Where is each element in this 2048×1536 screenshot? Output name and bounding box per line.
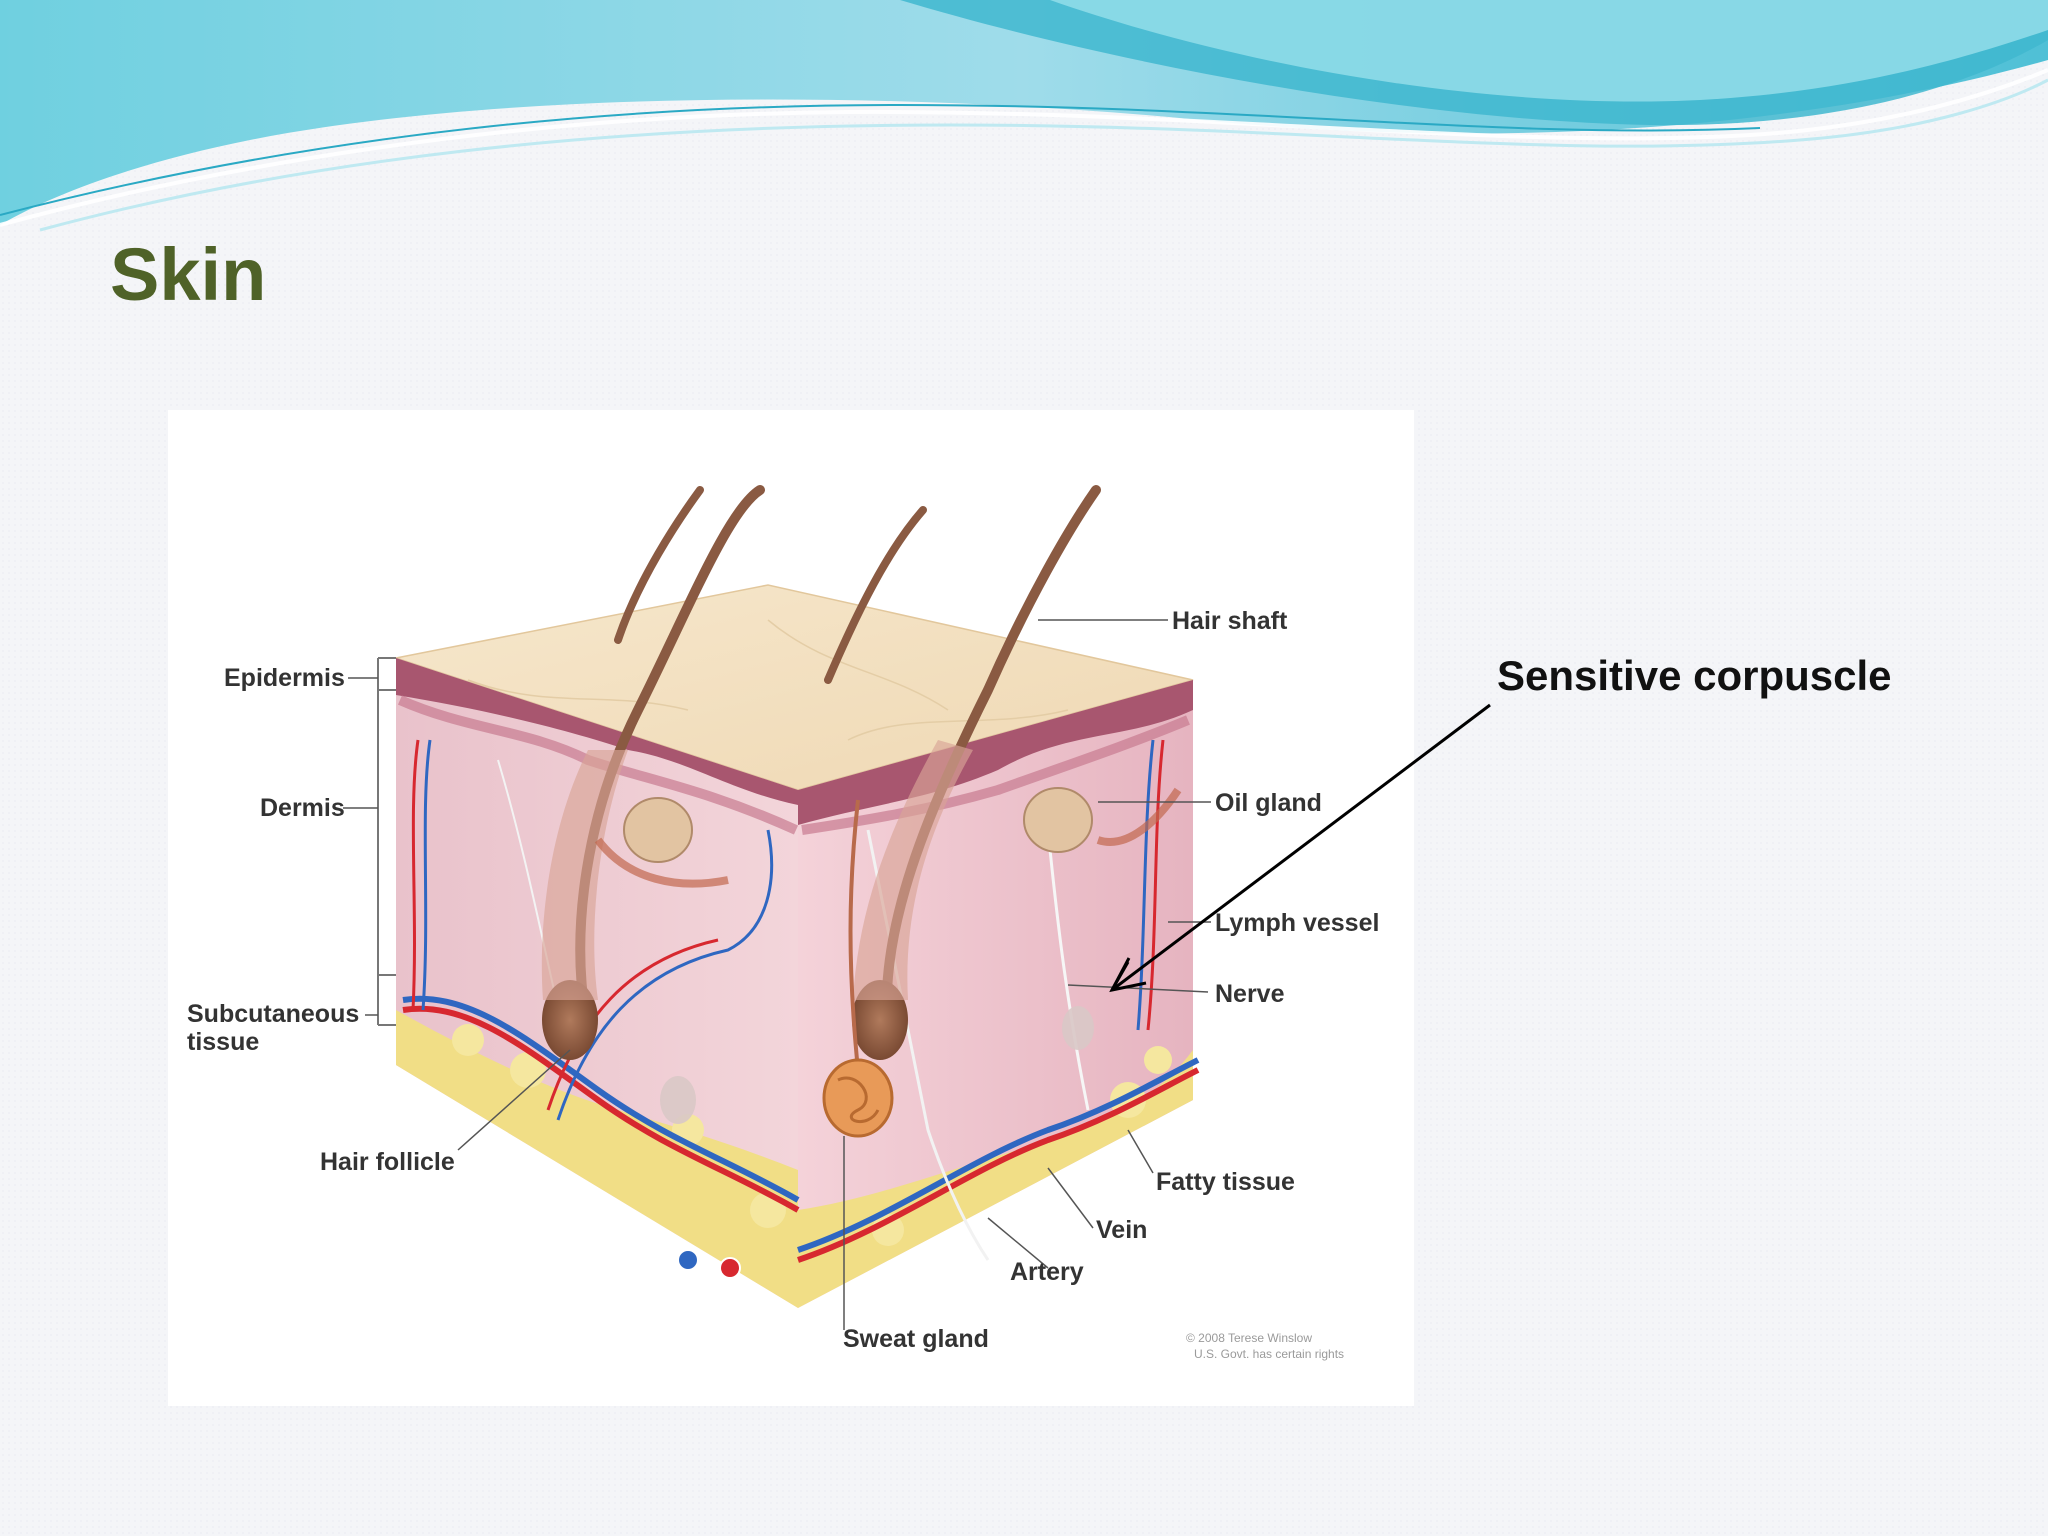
fat-left	[396, 1010, 798, 1308]
label-dermis: Dermis	[260, 794, 345, 822]
oil-gland-right	[1023, 787, 1093, 853]
epidermis-band-right	[798, 680, 1193, 825]
label-fatty-tissue: Fatty tissue	[1156, 1168, 1295, 1196]
copyright-line-1: © 2008 Terese Winslow	[1186, 1331, 1312, 1345]
label-vein: Vein	[1096, 1216, 1147, 1244]
vein-right	[797, 1057, 1200, 1253]
label-lymph-vessel: Lymph vessel	[1215, 909, 1379, 937]
label-artery: Artery	[1010, 1258, 1084, 1286]
copyright-line-2: U.S. Govt. has certain rights	[1194, 1347, 1344, 1361]
label-nerve: Nerve	[1215, 980, 1285, 1008]
artery-right	[797, 1067, 1200, 1263]
hair-shaft-back-left	[614, 486, 704, 644]
skin-cross-section: Epidermis Dermis Subcutaneous tissue Hai…	[187, 485, 1379, 1361]
epidermis-band-left	[396, 658, 798, 805]
label-hair-follicle: Hair follicle	[320, 1148, 455, 1176]
layer-bracket	[377, 657, 396, 1026]
label-hair-shaft: Hair shaft	[1172, 607, 1288, 635]
skin-diagram: Epidermis Dermis Subcutaneous tissue Hai…	[168, 410, 1414, 1406]
callout-sensitive-corpuscle: Sensitive corpuscle	[1497, 652, 1892, 699]
hair-shaft-back-right	[824, 506, 927, 684]
artery-left	[402, 1005, 800, 1213]
label-sweat-gland: Sweat gland	[843, 1325, 989, 1353]
label-oil-gland: Oil gland	[1215, 789, 1322, 817]
wave-header	[0, 0, 2048, 232]
label-subcutaneous-2: tissue	[187, 1028, 259, 1056]
slide-title: Skin	[110, 233, 267, 316]
oil-gland-left	[623, 797, 693, 863]
fat-right	[798, 1050, 1193, 1308]
vein-left	[402, 995, 800, 1203]
label-epidermis: Epidermis	[224, 664, 345, 692]
label-subcutaneous-1: Subcutaneous	[187, 1000, 359, 1028]
